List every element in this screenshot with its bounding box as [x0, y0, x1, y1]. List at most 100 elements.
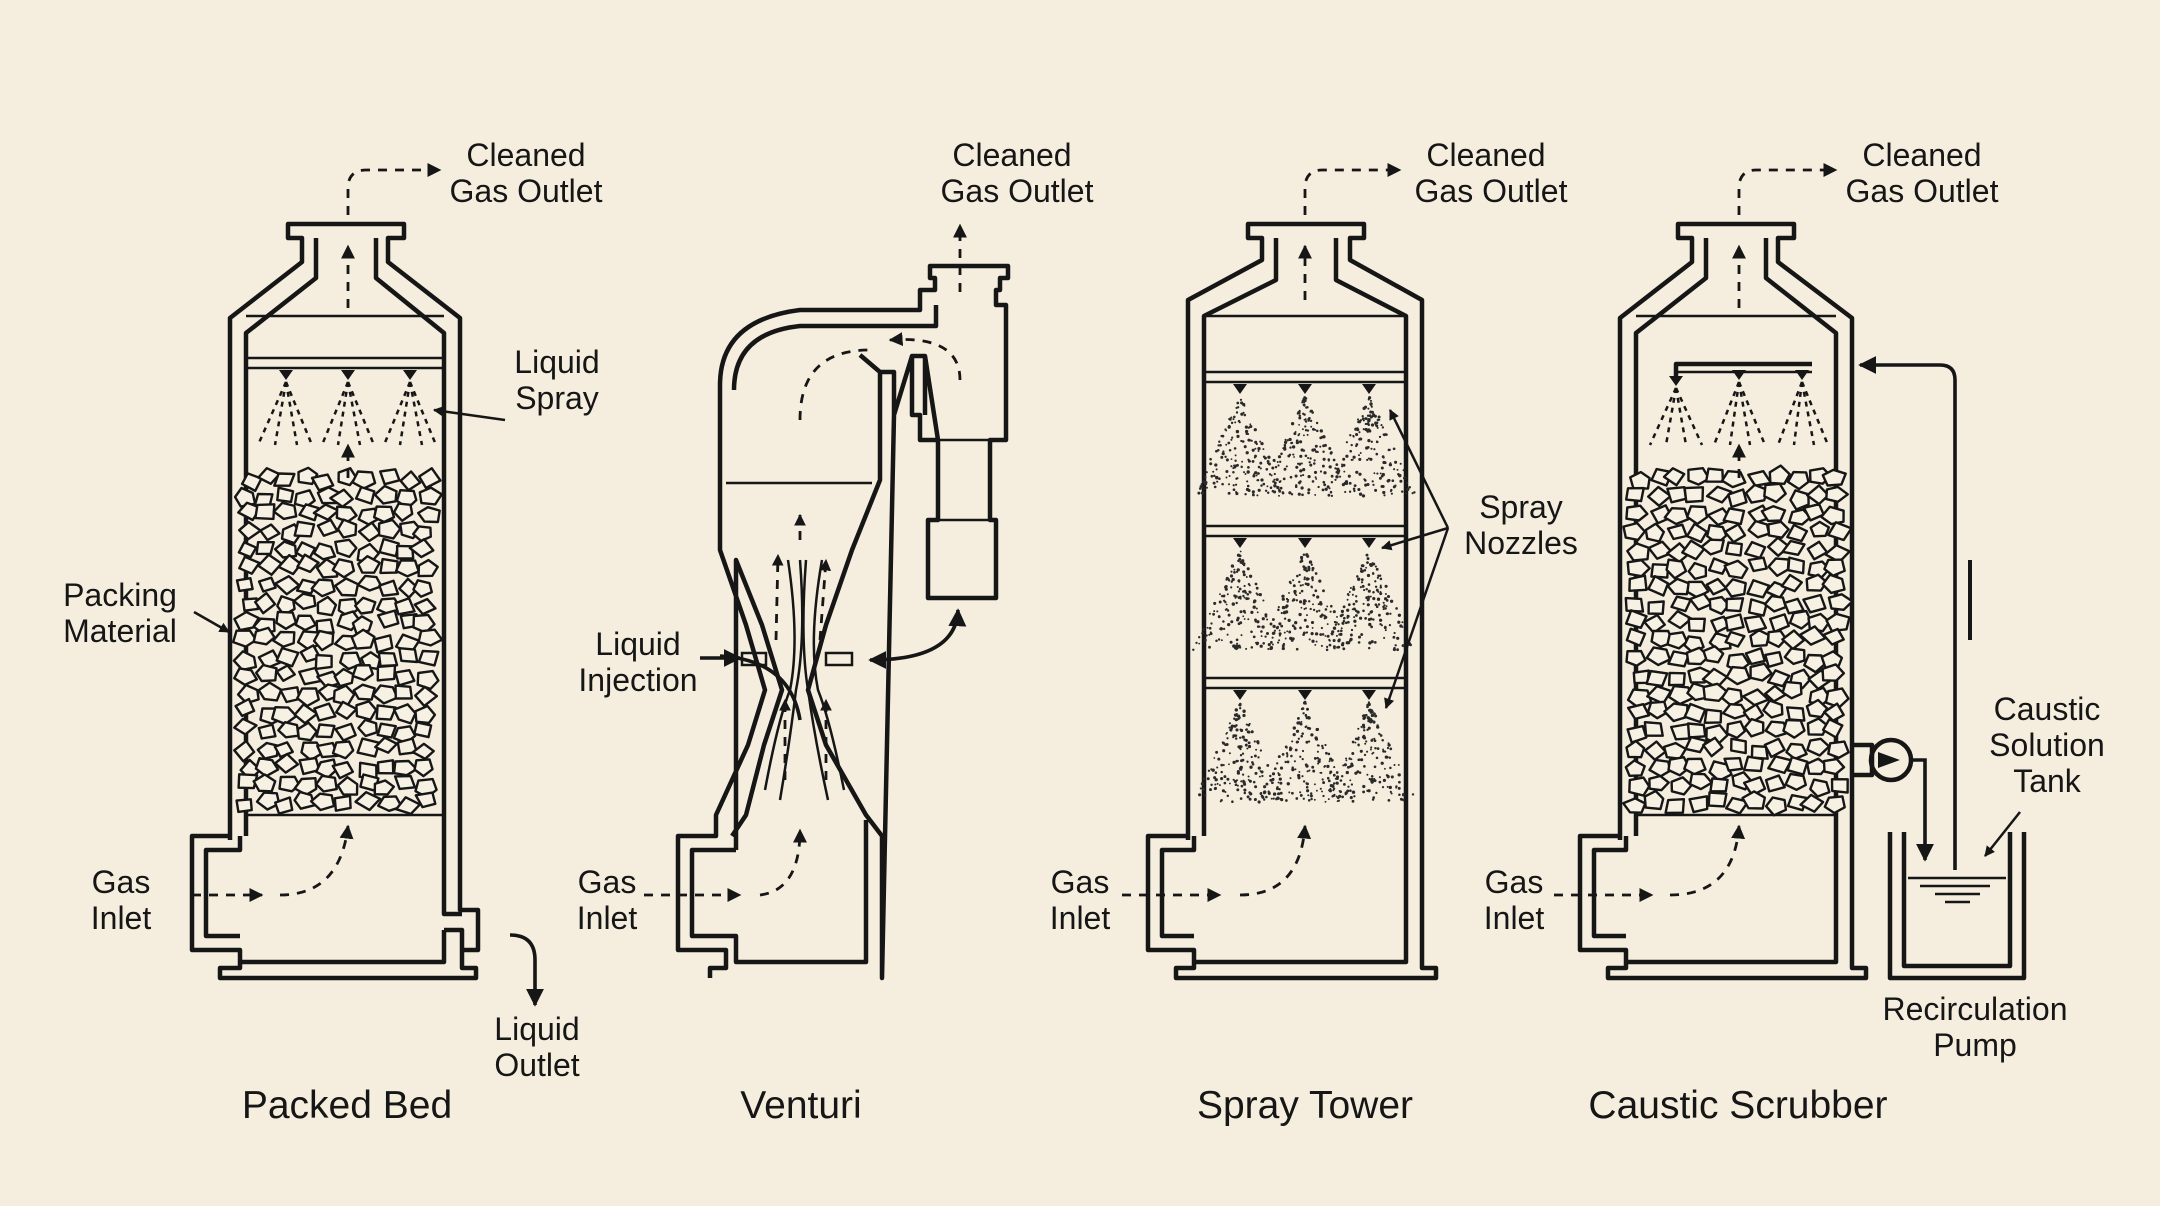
packing-piece	[393, 774, 417, 791]
packing-piece	[373, 779, 395, 796]
packing-piece	[1702, 645, 1725, 664]
packing-piece	[335, 700, 358, 720]
packing-piece	[257, 576, 277, 593]
spray-nozzle	[1362, 384, 1376, 394]
spray-tower-scrubber	[1122, 163, 1450, 981]
tank-label-3: Tank	[2013, 763, 2082, 799]
packing-piece	[1687, 617, 1707, 633]
packing-piece	[418, 486, 443, 506]
packing-piece	[1802, 593, 1827, 614]
packing-piece	[234, 697, 256, 718]
packing-piece	[231, 629, 258, 648]
packing-piece	[1766, 669, 1791, 688]
packing-piece	[1827, 740, 1850, 759]
spray-nozzles-label-2: Nozzles	[1464, 525, 1578, 561]
packing-piece	[1744, 647, 1766, 666]
packing-piece	[378, 579, 400, 597]
caustic-scrubber-title: Caustic Scrubber	[1588, 1084, 1887, 1127]
packing-piece	[276, 486, 295, 504]
packing-piece	[1824, 687, 1850, 709]
packing-piece	[396, 737, 419, 756]
packing-piece	[238, 555, 261, 575]
packing-piece	[1783, 647, 1806, 666]
packing-piece	[399, 470, 422, 492]
packing-piece	[331, 761, 355, 780]
packing-piece	[1747, 556, 1768, 573]
packing-piece	[414, 704, 437, 725]
tank-label-2: Solution	[1989, 727, 2105, 763]
packing-piece	[315, 723, 336, 739]
packing-piece	[1786, 523, 1809, 543]
packing-piece	[1768, 613, 1791, 633]
packing-piece	[331, 740, 355, 760]
packing-piece	[316, 518, 339, 537]
packing-material-label-1: Packing	[63, 577, 177, 613]
caustic-gas-inlet-label-1: Gas	[1485, 864, 1544, 900]
packing-piece	[1700, 538, 1725, 556]
packing-piece	[1683, 702, 1707, 724]
packing-piece	[354, 485, 376, 505]
caustic-gas-inlet-label-2: Inlet	[1484, 900, 1545, 936]
packing-piece	[373, 634, 394, 654]
packing-piece	[1621, 797, 1647, 814]
packing-piece	[377, 651, 399, 668]
packing-piece	[1662, 467, 1686, 487]
packing-piece	[1826, 521, 1853, 542]
packing-piece	[352, 683, 376, 701]
packing-piece	[1701, 736, 1724, 758]
packing-piece	[1622, 521, 1647, 542]
packing-piece	[1809, 778, 1831, 798]
packing-piece	[233, 610, 260, 632]
packing-piece	[254, 503, 276, 521]
packing-piece	[379, 468, 401, 486]
packing-piece	[275, 664, 296, 682]
caustic-solution-tank	[1887, 832, 2027, 981]
packing-piece	[1822, 757, 1846, 776]
packing-piece	[1746, 579, 1771, 599]
packing-piece	[1763, 594, 1788, 613]
packing-piece	[1809, 520, 1831, 538]
packing-piece	[1720, 470, 1747, 489]
packing-piece	[357, 521, 382, 543]
spray-nozzle	[1298, 384, 1312, 394]
packing-piece	[273, 472, 296, 487]
venturi-title: Venturi	[740, 1084, 861, 1127]
packing-piece	[1764, 796, 1788, 817]
packing-piece	[1666, 486, 1688, 504]
caustic-scrubber-vessel	[1577, 221, 1869, 981]
liquid-spray-label-2: Spray	[515, 380, 599, 416]
packing-piece	[1722, 507, 1746, 526]
packing-piece	[259, 523, 281, 542]
packing-piece	[293, 703, 319, 725]
packing-piece	[1645, 669, 1669, 688]
packing-piece	[1830, 778, 1849, 794]
packing-piece	[1782, 718, 1806, 739]
packing-piece	[1626, 688, 1653, 709]
packing-piece	[294, 614, 317, 632]
packing-piece	[1760, 505, 1787, 523]
caustic-cleaned-label-2: Gas Outlet	[1846, 173, 1999, 209]
packing-piece	[1764, 651, 1784, 668]
packing-piece	[376, 664, 397, 682]
packing-piece	[1799, 793, 1825, 813]
packing-piece	[1647, 600, 1665, 615]
packing-piece	[1786, 755, 1809, 776]
packing-piece	[1643, 740, 1667, 761]
packing-piece	[252, 773, 277, 793]
spray-tower-spray-nozzles	[1192, 384, 1416, 804]
packing-piece	[1764, 774, 1786, 793]
packing-piece	[1624, 609, 1648, 629]
packing-piece	[1805, 484, 1830, 506]
packing-piece	[356, 542, 380, 564]
caustic-packing-material	[1621, 464, 1854, 817]
packing-piece	[1767, 520, 1790, 539]
packing-piece	[1766, 629, 1788, 648]
packing-piece	[312, 503, 340, 521]
packing-piece	[412, 525, 432, 543]
packing-piece	[1741, 790, 1767, 810]
packing-piece	[351, 664, 374, 682]
packing-piece	[295, 541, 317, 562]
packing-piece	[351, 470, 377, 490]
packing-piece	[1626, 703, 1651, 721]
packing-piece	[279, 686, 301, 704]
